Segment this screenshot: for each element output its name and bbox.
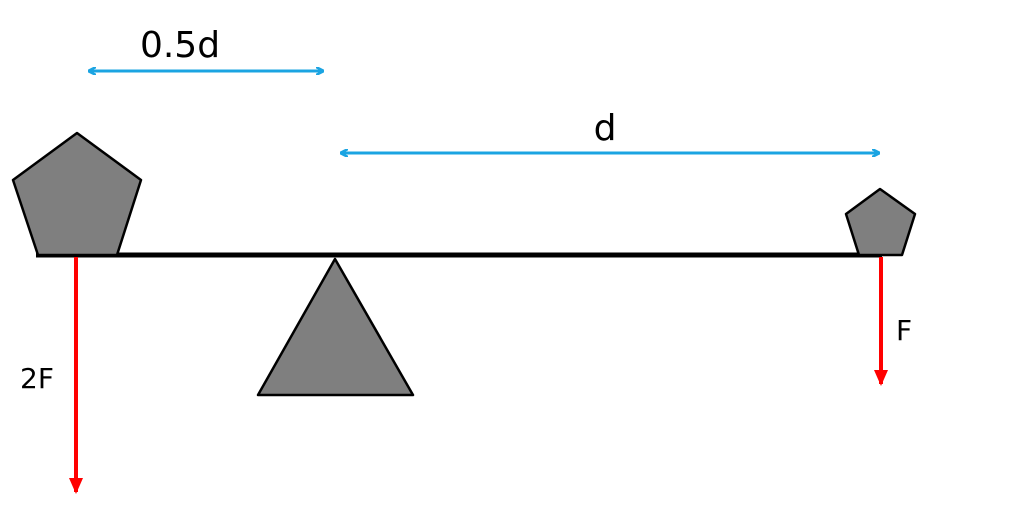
short-distance-label: 0.5d [140,25,220,66]
right-force-label: F [896,314,912,347]
long-distance-label: d [594,108,617,149]
large-weight-pentagon [11,131,143,257]
left-force-label: 2F [20,362,54,395]
small-weight-pentagon [844,187,917,257]
fulcrum-triangle [256,257,415,397]
